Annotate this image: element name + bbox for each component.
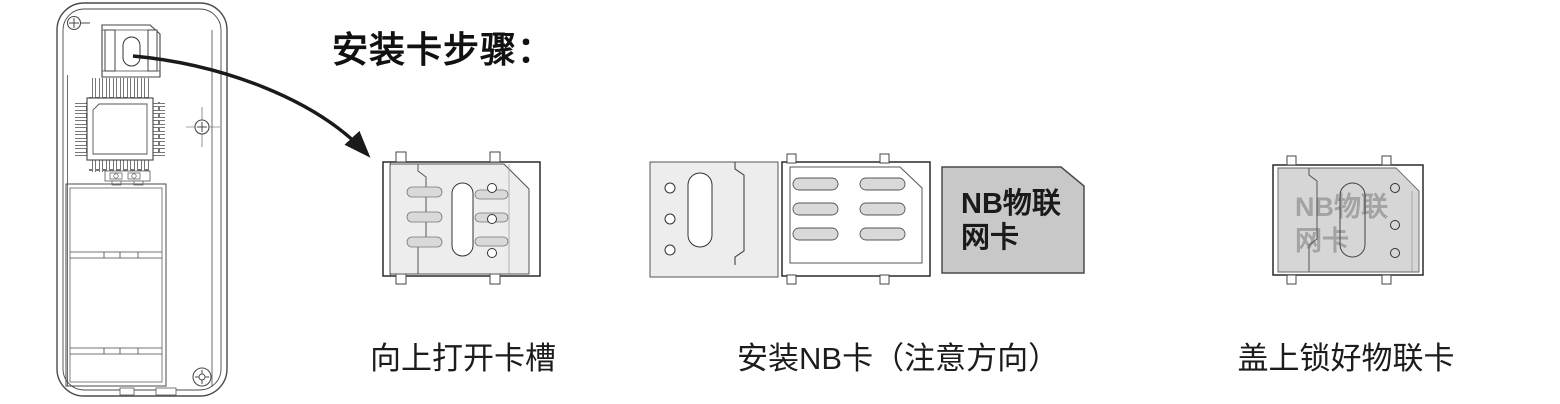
slot-tabs [786,153,890,285]
installed-card-label-line2: 网卡 [1295,226,1349,256]
card-slot-pointer-arrow [132,54,371,158]
step1-caption: 向上打开卡槽 [370,341,556,376]
cover-latch-profile [417,164,427,274]
base-inner-outline [789,166,923,264]
screw-top-left-icon [66,15,90,31]
screw-middle-right-icon [186,107,220,147]
card-under-cover [1277,167,1420,273]
battery-connector-icon [104,170,151,186]
nb-card-label-line2: 网卡 [961,221,1019,254]
nb-iot-card-illustration: NB物联 网卡 [941,166,1085,274]
cover-rivets [487,183,497,258]
step2-open-cover-illustration [649,161,779,278]
cover-rivets [664,182,676,256]
step1-open-slot-illustration [382,151,541,285]
step2-slot-base-illustration [781,153,931,285]
step2-caption: 安装NB卡（注意方向） [737,341,1060,376]
device-back-illustration [56,2,228,397]
slot-tabs [395,151,501,285]
sim-slot-on-board [101,24,161,78]
base-contact-slots [792,177,906,241]
nb-card-body [941,166,1085,274]
battery-compartment-outline [65,183,167,387]
cover-rivets [1390,183,1400,258]
step3-closed-slot-illustration: NB物联 网卡 [1272,155,1424,285]
cover-finger-slot [1339,182,1366,258]
arrow-path [132,54,371,158]
slot-tabs [1286,155,1392,285]
cover-latch-profile [1308,168,1318,272]
nb-card-label-line1: NB物联 [961,187,1061,220]
cover-finger-slot [451,182,474,257]
page-title: 安装卡步骤： [332,29,555,70]
bottom-notches [119,387,177,396]
cover-finger-slot [687,172,713,248]
installed-card-label-line1: NB物联 [1295,192,1388,222]
screw-bottom-right-icon [192,367,212,387]
cover-contact-windows [406,186,509,248]
main-chip-icon [75,78,165,172]
cover-latch-profile [734,162,745,265]
step3-caption: 盖上锁好物联卡 [1237,341,1455,376]
